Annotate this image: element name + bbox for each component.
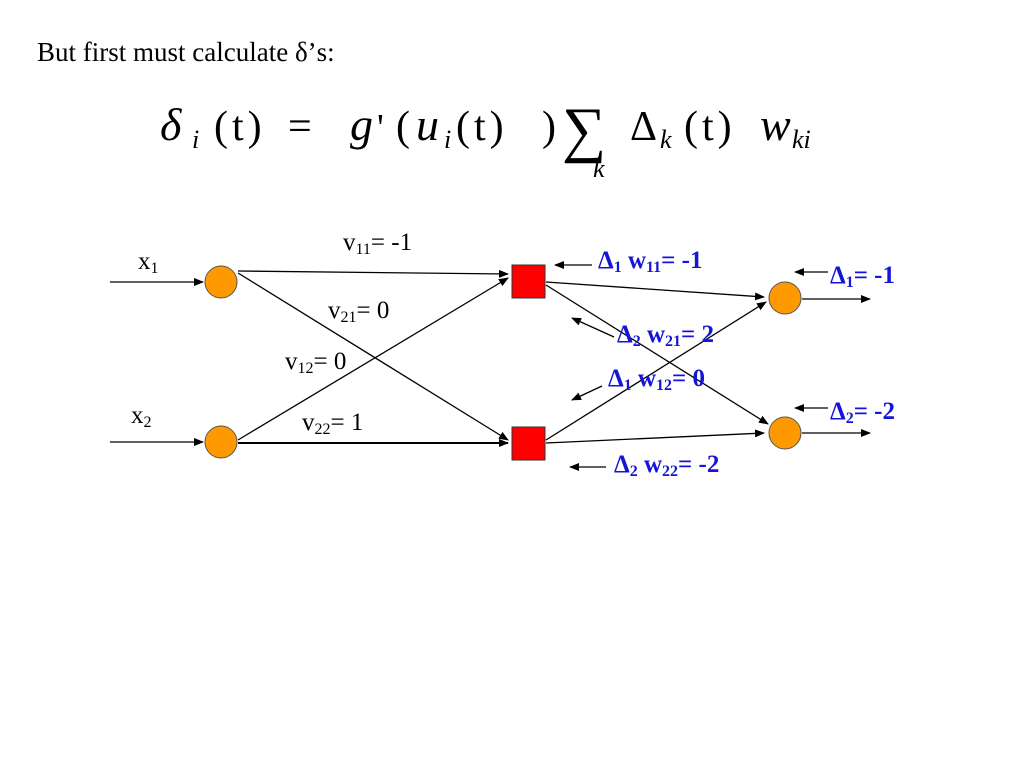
formula-sub-k: k <box>660 125 672 154</box>
backprop-label-d2w22: Δ2 w22= -2 <box>614 451 720 480</box>
formula-close-paren: ) <box>542 104 556 150</box>
heading-delta-symbol: δ <box>294 37 308 67</box>
hidden-node-1 <box>511 264 546 299</box>
formula-sub-i2: i <box>444 125 451 154</box>
edge-v11 <box>237 269 509 278</box>
input-label-x2: x2 <box>131 402 152 431</box>
formula-sum-sub: k <box>593 154 605 183</box>
formula-delta: δ <box>160 99 182 150</box>
backprop-label-d2w21: Δ2 w21= 2 <box>617 321 714 350</box>
edge-v12 <box>237 277 509 441</box>
backprop-arrow-d2w21 <box>571 317 615 338</box>
formula-Delta: Δ <box>630 104 657 150</box>
heading-text: But first must calculate <box>37 37 295 67</box>
edge-w11 <box>545 281 765 301</box>
input-label-x1: x1 <box>138 248 159 277</box>
formula-u: u <box>416 99 439 150</box>
edge-w21 <box>545 284 769 425</box>
backprop-arrow-d1w12 <box>571 385 603 401</box>
formula-sub-i: i <box>192 125 199 154</box>
formula-g: g <box>350 99 373 150</box>
output-node-1 <box>768 281 802 315</box>
input-node-1 <box>204 265 238 299</box>
formula-t3: (t) <box>684 104 736 150</box>
edge-v21 <box>237 272 509 441</box>
output-delta-label-1: Δ1= -1 <box>830 262 896 291</box>
formula-sum: ∑ <box>562 96 606 164</box>
delta-formula: δ i (t) = g ' ( u i (t) ) ∑ k Δ k (t) w … <box>160 96 811 183</box>
formula-sub-ki: ki <box>792 125 811 154</box>
heading-suffix: ’s: <box>307 37 335 67</box>
backprop-label-d1w12: Δ1 w12= 0 <box>608 365 705 394</box>
formula-w: w <box>760 99 791 150</box>
backprop-label-d1w11: Δ1 w11= -1 <box>598 247 703 276</box>
weight-label-v22: v22= 1 <box>302 409 364 438</box>
weight-label-v12: v12= 0 <box>285 348 347 377</box>
output-node-2 <box>768 416 802 450</box>
weight-label-v11: v11= -1 <box>343 229 413 258</box>
edge-w12 <box>545 301 767 441</box>
edge-w22 <box>545 429 765 444</box>
formula-t: (t) <box>214 104 266 150</box>
output-delta-label-2: Δ2= -2 <box>830 398 896 427</box>
weight-label-v21: v21= 0 <box>328 297 390 326</box>
formula-prime: ' <box>377 107 384 149</box>
formula-equals: = <box>288 104 312 150</box>
slide-heading: But first must calculate δ’s: <box>37 37 335 68</box>
formula-t2: (t) <box>456 104 508 150</box>
formula-open-paren: ( <box>396 104 410 150</box>
input-node-2 <box>204 425 238 459</box>
hidden-node-2 <box>511 426 546 461</box>
